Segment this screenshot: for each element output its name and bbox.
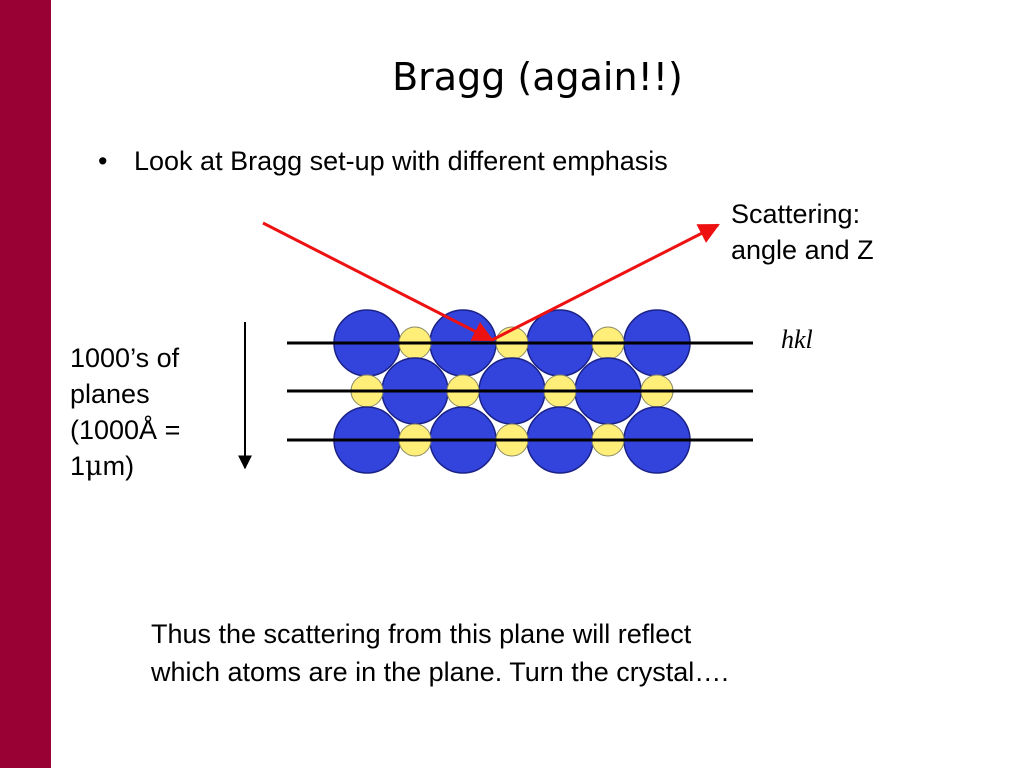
incident-ray-arrow <box>262 221 494 342</box>
slide-title: Bragg (again!!) <box>392 55 683 99</box>
scattering-label-line: angle and Z <box>731 235 874 265</box>
micro-symbol: μ <box>85 451 103 482</box>
side-accent-bar <box>0 0 51 768</box>
planes-label-line: 1000’s of <box>70 343 180 373</box>
planes-label-line: planes <box>70 379 150 409</box>
planes-label-line: 1μm) <box>70 448 180 485</box>
planes-label-digit: 1 <box>70 451 86 481</box>
planes-label: 1000’s of planes (1000Å = 1μm) <box>70 340 180 485</box>
hkl-label: hkl <box>781 325 813 354</box>
planes-label-line: (1000Å = <box>70 415 181 445</box>
lattice-planes <box>287 341 753 442</box>
scattered-ray-arrow <box>491 223 720 342</box>
planes-label-unit: m) <box>102 451 135 481</box>
scattering-label: Scattering: angle and Z <box>731 196 874 268</box>
bullet-icon: • <box>98 146 108 176</box>
caption-line: Thus the scattering from this plane will… <box>151 619 692 649</box>
bullet-text: Look at Bragg set-up with different emph… <box>134 146 668 176</box>
bullet-item: • Look at Bragg set-up with different emp… <box>98 143 668 179</box>
scattering-label-line: Scattering: <box>731 199 861 229</box>
caption-text: Thus the scattering from this plane will… <box>151 615 729 691</box>
caption-line: which atoms are in the plane. Turn the c… <box>151 657 729 687</box>
